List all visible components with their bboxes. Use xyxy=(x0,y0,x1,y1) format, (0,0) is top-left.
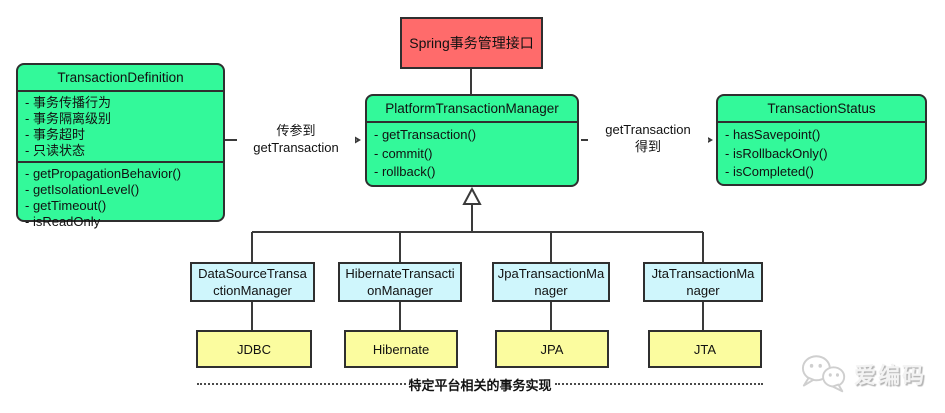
hibernate-platform-box: Hibernate xyxy=(344,330,458,368)
manager-label: DataSourceTransactionManager xyxy=(198,266,307,298)
right-arrow-label-line2: 得到 xyxy=(634,139,661,154)
platform-label: JDBC xyxy=(237,341,271,357)
left-arrow-label-line2: getTransaction xyxy=(253,140,339,155)
right-arrow-label-line1: getTransaction xyxy=(605,122,691,137)
method-row: - isRollbackOnly() xyxy=(725,145,828,161)
method-row: - getPropagationBehavior() xyxy=(25,166,182,181)
jta-platform-box: JTA xyxy=(648,330,762,368)
wechat-icon xyxy=(801,355,846,393)
manager-label: JpaTransactionManager xyxy=(497,266,605,298)
watermark-label: 爱编码 xyxy=(854,363,927,388)
method-row: - hasSavepoint() xyxy=(725,127,821,142)
method-row: - getTransaction() xyxy=(374,127,477,142)
platform-transaction-manager-methods: - getTransaction() - commit() - rollback… xyxy=(367,123,577,185)
spring-interface-box: Spring事务管理接口 xyxy=(400,17,543,69)
method-row: - getIsolationLevel() xyxy=(25,182,140,197)
platform-transaction-manager-title: PlatformTransactionManager xyxy=(367,96,577,123)
footer-note: 特定平台相关的事务实现 xyxy=(197,372,764,396)
platform-label: JPA xyxy=(540,341,564,357)
platform-transaction-manager-box: PlatformTransactionManager - getTransact… xyxy=(365,94,579,187)
attribute-row: - 事务传播行为 xyxy=(25,95,111,110)
inheritance-triangle-icon xyxy=(462,186,482,205)
attribute-row: - 事务超时 xyxy=(25,127,85,142)
platform-label: Hibernate xyxy=(372,341,430,357)
jdbc-platform-box: JDBC xyxy=(196,330,312,368)
transaction-status-box: TransactionStatus - hasSavepoint() - isR… xyxy=(716,94,927,186)
method-row: - getTimeout() xyxy=(25,198,107,213)
dotted-rule-left xyxy=(197,383,406,385)
left-arrow-label: 传参到 getTransaction xyxy=(237,122,355,156)
attribute-row: - 只读状态 xyxy=(25,143,85,158)
transaction-status-methods: - hasSavepoint() - isRollbackOnly() - is… xyxy=(718,123,925,184)
transaction-definition-methods: - getPropagationBehavior() - getIsolatio… xyxy=(18,161,223,232)
jpa-platform-box: JPA xyxy=(495,330,609,368)
manager-label: JtaTransactionManager xyxy=(651,266,755,298)
watermark: 爱编码 xyxy=(796,350,926,398)
left-arrow-label-line1: 传参到 xyxy=(276,123,316,138)
spring-interface-title: Spring事务管理接口 xyxy=(409,35,534,51)
transaction-status-title: TransactionStatus xyxy=(718,96,925,123)
datasource-transaction-manager-box: DataSourceTransactionManager xyxy=(190,262,315,302)
manager-label: HibernateTransactionManager xyxy=(345,266,455,298)
method-row: - rollback() xyxy=(374,164,436,179)
attribute-row: - 事务隔离级别 xyxy=(25,111,111,126)
right-arrow-label: getTransaction 得到 xyxy=(588,121,708,155)
method-row: - isReadOnly xyxy=(25,214,101,229)
transaction-definition-attributes: - 事务传播行为 - 事务隔离级别 - 事务超时 - 只读状态 xyxy=(18,92,223,161)
platform-label: JTA xyxy=(693,341,717,357)
footer-note-text: 特定平台相关的事务实现 xyxy=(408,377,552,393)
dotted-rule-right xyxy=(554,383,764,385)
jpa-transaction-manager-box: JpaTransactionManager xyxy=(492,262,610,302)
transaction-definition-box: TransactionDefinition - 事务传播行为 - 事务隔离级别 … xyxy=(16,63,225,229)
method-row: - commit() xyxy=(374,145,433,161)
method-row: - isCompleted() xyxy=(725,164,814,179)
jta-transaction-manager-box: JtaTransactionManager xyxy=(643,262,763,302)
transaction-definition-title: TransactionDefinition xyxy=(18,65,223,92)
hibernate-transaction-manager-box: HibernateTransactionManager xyxy=(338,262,462,302)
